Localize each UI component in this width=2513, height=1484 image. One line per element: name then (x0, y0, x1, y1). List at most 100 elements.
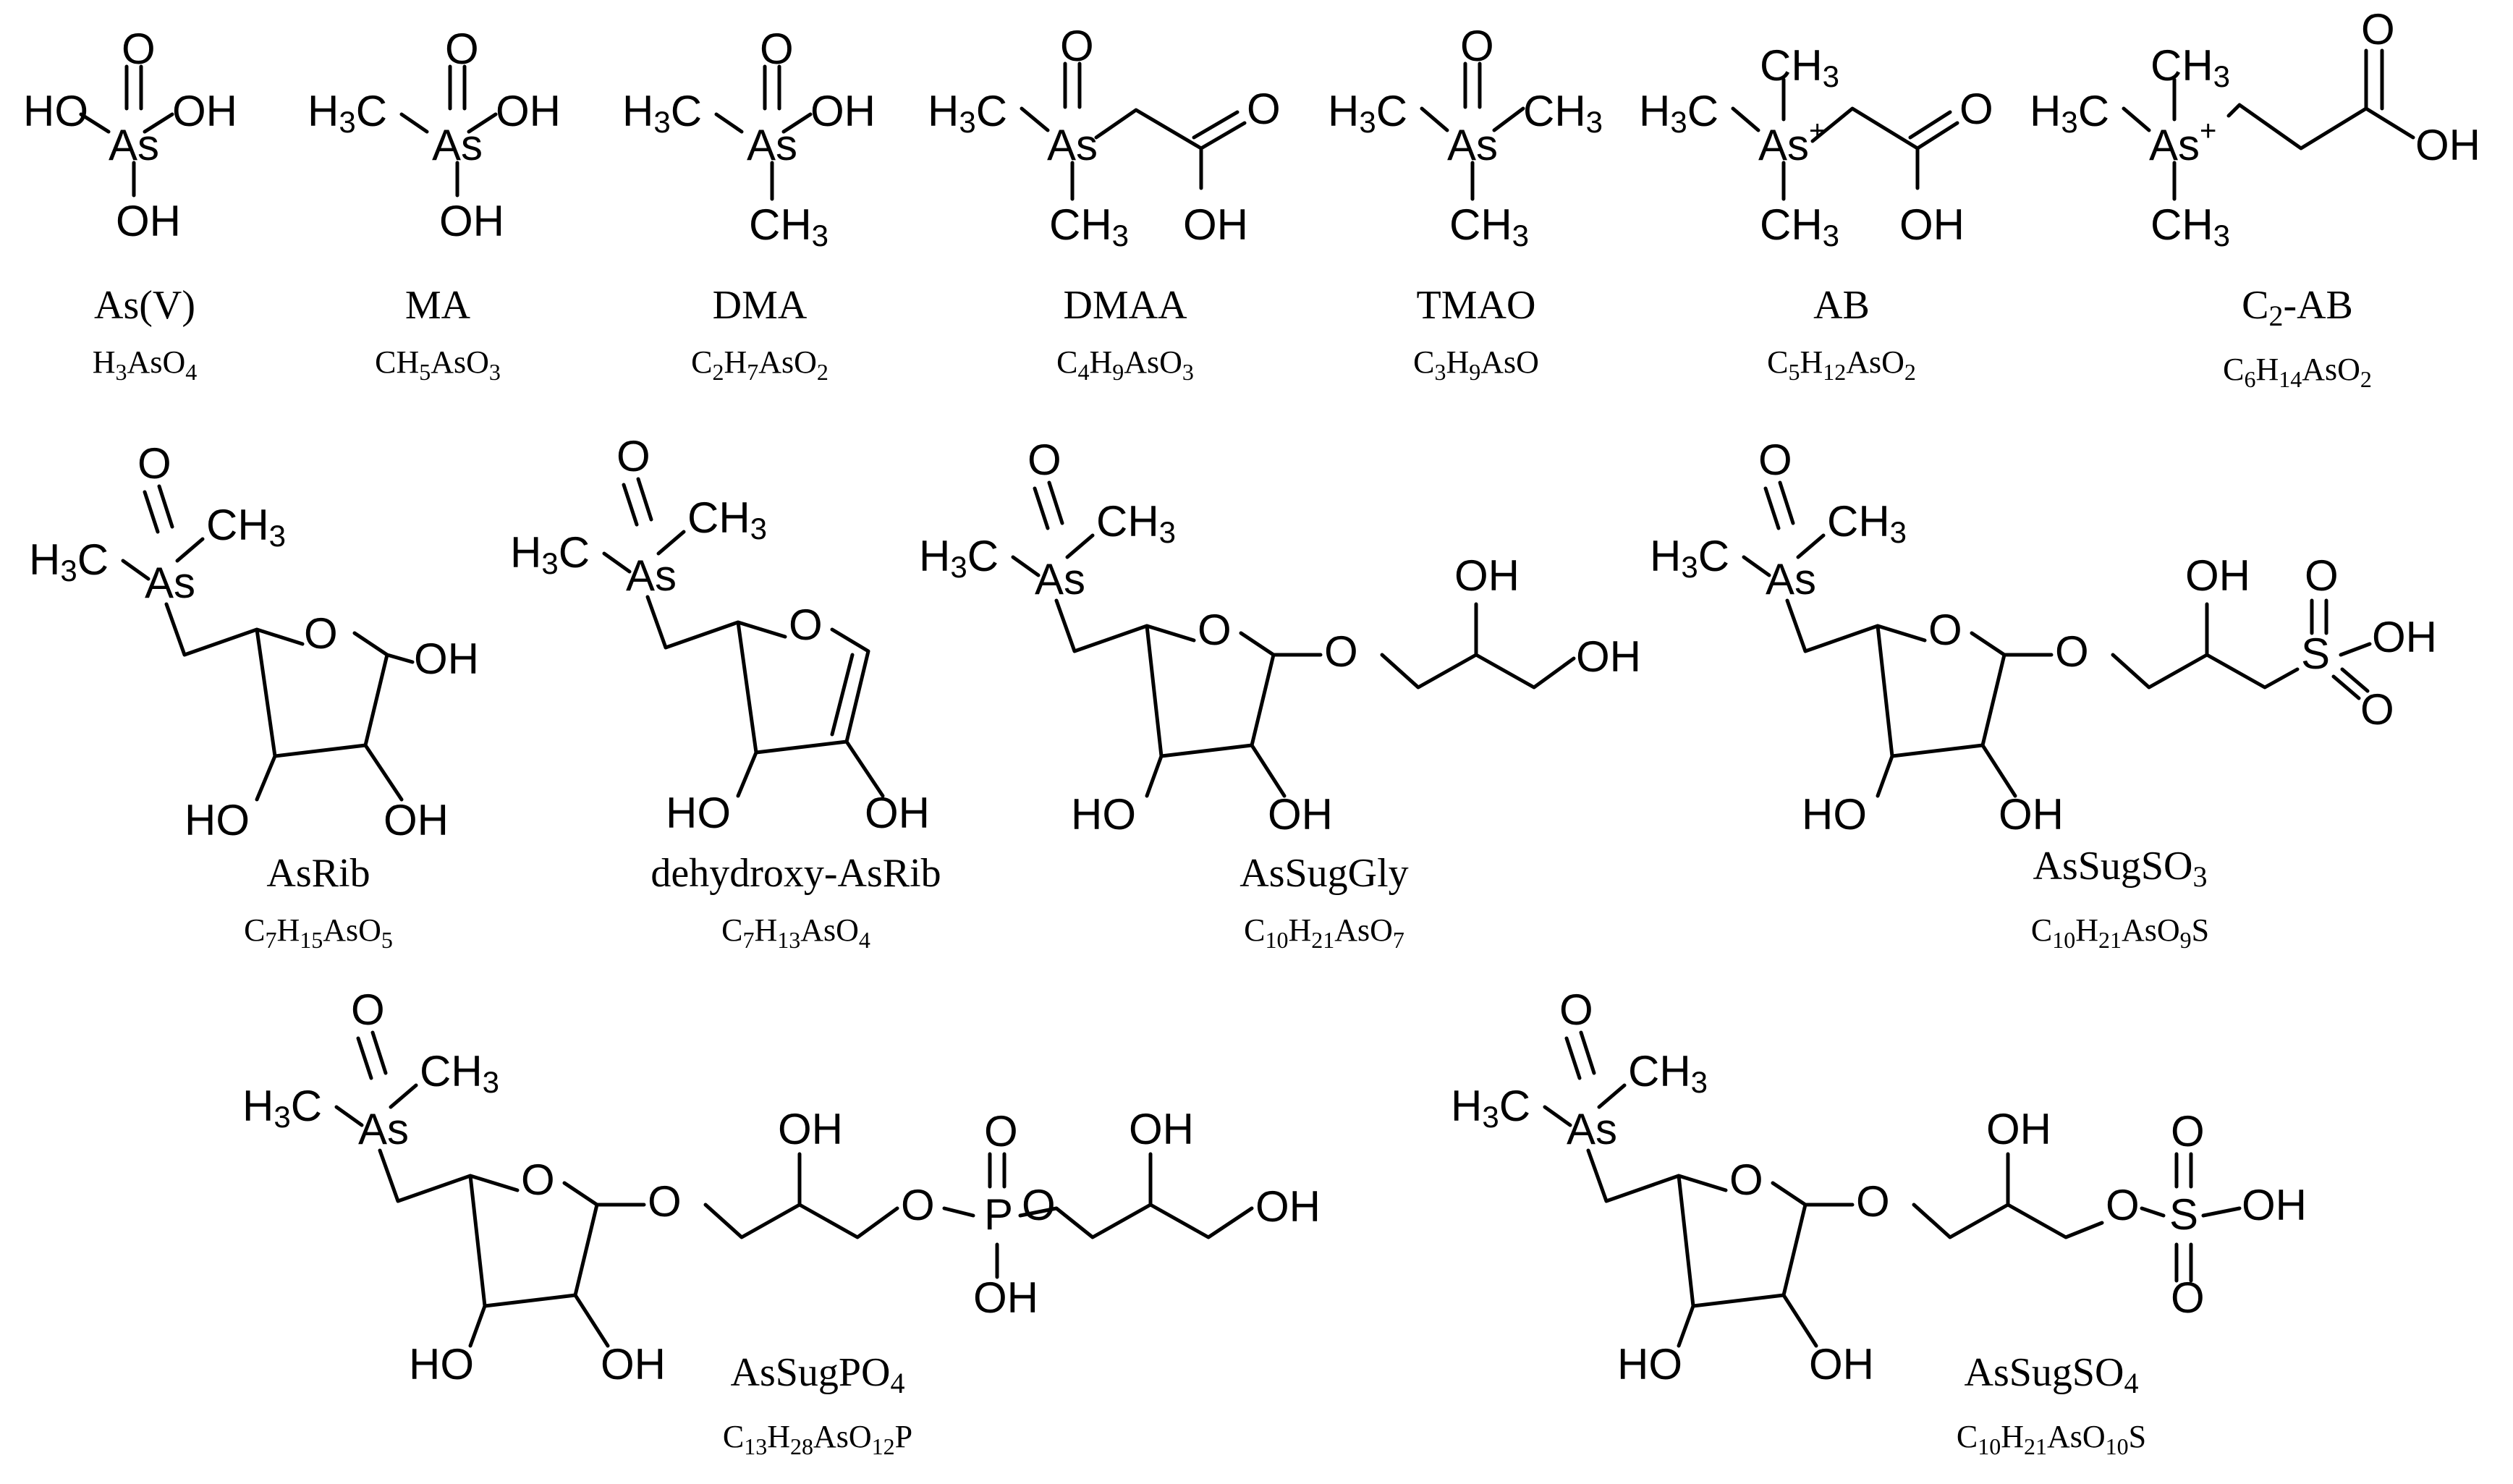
atom-o: O (1027, 436, 1061, 484)
compound-name-ab: AB (1813, 283, 1870, 328)
atom-o: O (521, 1156, 555, 1204)
atom-oh: OH (2242, 1181, 2307, 1229)
atom-ch3: H3C (1451, 1082, 1530, 1134)
compound-name-dma: DMA (713, 283, 808, 328)
atom-ch3: H3C (1650, 532, 1729, 584)
atom-o: O (901, 1181, 935, 1229)
atom-oh: OH (601, 1340, 666, 1388)
compound-formula-asv: H3AsO4 (93, 344, 197, 385)
atom-o: O (304, 609, 338, 658)
atom-o: O (1060, 22, 1094, 70)
atom-arsenic: As (747, 121, 797, 169)
atom-oh: OH (778, 1105, 843, 1153)
atom-ho: HO (1071, 790, 1136, 839)
compound-name-dmaa: DMAA (1063, 283, 1187, 328)
compound-formula-assugso4: C10H21AsO10S (1957, 1419, 2146, 1459)
structure-assugpo4: H3C O CH3 As O O OH O O P O OH OH OH HO … (242, 985, 1321, 1388)
atom-ch3: CH3 (1760, 200, 1839, 253)
structure-c2ab: H3C CH3 As+ CH3 O OH (2030, 5, 2480, 253)
atom-oh: OH (172, 87, 237, 135)
atom-ch3: CH3 (1096, 497, 1176, 549)
atom-oh: OH (865, 789, 930, 837)
atom-arsenic: As (1567, 1105, 1617, 1153)
compound-name-assuggly: AsSugGly (1239, 851, 1408, 896)
atom-o: O (1959, 85, 1993, 133)
atom-oh: OH (973, 1273, 1038, 1322)
atom-ch3: CH3 (687, 493, 767, 546)
structure-assuggly: H3C O CH3 As O O OH OH HO OH (919, 436, 1641, 839)
atom-oh: OH (1999, 790, 2064, 839)
atom-o: O (1198, 606, 1232, 654)
atom-o: O (137, 439, 171, 488)
compound-formula-assugpo4: C13H28AsO12P (723, 1419, 912, 1459)
atom-ch3: H3C (29, 535, 109, 588)
atom-o: O (2360, 685, 2394, 734)
atom-ho: HO (666, 789, 731, 837)
atom-oh: OH (1576, 632, 1641, 681)
atom-oh: OH (1255, 1182, 1321, 1231)
compound-name-assugso3: AsSugSO3 (2033, 844, 2208, 893)
compound-name-ma: MA (405, 283, 471, 328)
atom-o: O (616, 432, 651, 480)
compound-formula-dehydroxy-asrib: C7H13AsO4 (721, 912, 870, 953)
atom-oh: OH (414, 635, 479, 683)
atom-o: O (1928, 606, 1962, 654)
atom-oh: OH (1986, 1105, 2051, 1153)
atom-oh: OH (2185, 551, 2250, 600)
compound-formula-dmaa: C4H9AsO3 (1056, 344, 1194, 385)
atom-phosphorus: P (984, 1190, 1013, 1239)
compound-formula-ab: C5H12AsO2 (1767, 344, 1916, 385)
atom-ch3: CH3 (1760, 41, 1839, 93)
atom-oh: OH (1454, 551, 1520, 600)
atom-o: O (2361, 5, 2395, 54)
compound-formula-assuggly: C10H21AsO7 (1244, 912, 1404, 953)
atom-o: O (351, 985, 385, 1034)
compound-formula-ma: CH5AsO3 (375, 344, 501, 385)
atom-oh: OH (1809, 1340, 1874, 1388)
atom-o: O (1856, 1177, 1890, 1226)
atom-o: O (1324, 627, 1358, 676)
atom-ch3: H3C (1639, 87, 1719, 139)
atom-ch3: H3C (928, 87, 1007, 139)
atom-oh: OH (810, 87, 876, 135)
atom-o: O (2106, 1181, 2140, 1229)
atom-ho: HO (185, 796, 250, 844)
atom-o: O (1022, 1181, 1056, 1229)
atom-ho: HO (1802, 790, 1867, 839)
structure-ma: H3C O OH As OH (308, 25, 561, 245)
structure-asv: HO O OH As OH (23, 25, 237, 245)
atom-ch3: CH3 (1449, 200, 1529, 253)
compound-formula-tmao: C3H9AsO (1413, 344, 1539, 385)
atom-ch3: CH3 (1827, 497, 1907, 549)
atom-ch3: H3C (242, 1082, 322, 1134)
atom-ch3: H3C (308, 87, 387, 139)
atom-o: O (1247, 85, 1281, 133)
atom-o: O (2171, 1273, 2205, 1322)
atom-ch3: CH3 (1523, 87, 1603, 139)
atom-ch3: CH3 (1628, 1047, 1708, 1099)
compound-name-asv: As(V) (94, 283, 195, 328)
atom-o: O (760, 25, 794, 73)
atom-arsenic: As (432, 121, 483, 169)
atom-oh: OH (116, 197, 181, 245)
atom-ch3: H3C (919, 532, 999, 584)
atom-o: O (1460, 22, 1494, 70)
atom-ch3: H3C (510, 528, 590, 580)
atom-ho: HO (23, 87, 88, 135)
structure-ab: H3C CH3 As+ CH3 O OH (1639, 41, 1993, 253)
compound-name-c2ab: C2-AB (2242, 283, 2353, 332)
atom-o: O (648, 1177, 682, 1226)
structure-assugso4: H3C O CH3 As O O OH O O S OH O HO OH (1451, 985, 2307, 1388)
atom-o: O (2055, 627, 2089, 676)
compound-name-assugpo4: AsSugPO4 (731, 1350, 905, 1399)
atom-arsenic: As+ (1758, 115, 1826, 169)
atom-ch3: H3C (622, 87, 702, 139)
atom-ch3: H3C (1328, 87, 1407, 139)
atom-arsenic: As (109, 121, 159, 169)
compound-formula-asrib: C7H15AsO5 (244, 912, 393, 953)
atom-ch3: H3C (2030, 87, 2109, 139)
atom-o: O (2305, 551, 2339, 600)
atom-arsenic: As (358, 1105, 409, 1153)
atom-o: O (789, 601, 823, 649)
